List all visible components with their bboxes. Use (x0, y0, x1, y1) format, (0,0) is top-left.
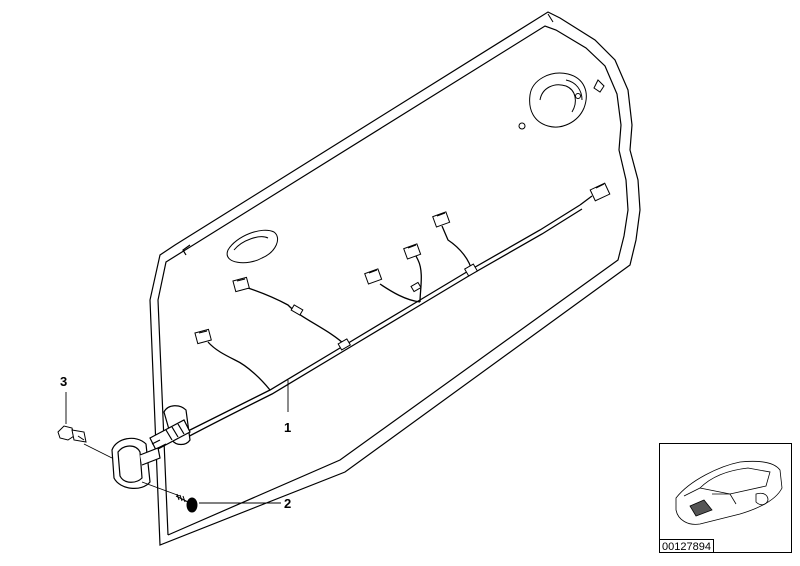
thumbnail-frame (659, 443, 792, 553)
part-number-label: 00127894 (659, 539, 714, 553)
door-handle-recess (226, 229, 278, 264)
connector-left-upper (232, 276, 250, 293)
harness-sleeves (290, 263, 479, 351)
connector-left (194, 328, 212, 345)
mirror-mount (518, 13, 605, 130)
connector-middle (403, 243, 422, 260)
connectors (194, 182, 611, 345)
clip (57, 425, 87, 443)
leader-lines (65, 380, 289, 504)
connector-upper-middle (432, 211, 451, 228)
callout-label-3: 3 (60, 374, 68, 389)
wiring-harness (179, 195, 593, 441)
connector-center-left (364, 268, 383, 285)
callout-label-1: 1 (284, 420, 292, 435)
car-thumbnail (675, 460, 783, 525)
connector-top-right (589, 182, 611, 202)
door-panel (149, 11, 641, 546)
grommet (111, 405, 191, 489)
callout-label-2: 2 (284, 496, 292, 511)
screw (175, 493, 198, 513)
